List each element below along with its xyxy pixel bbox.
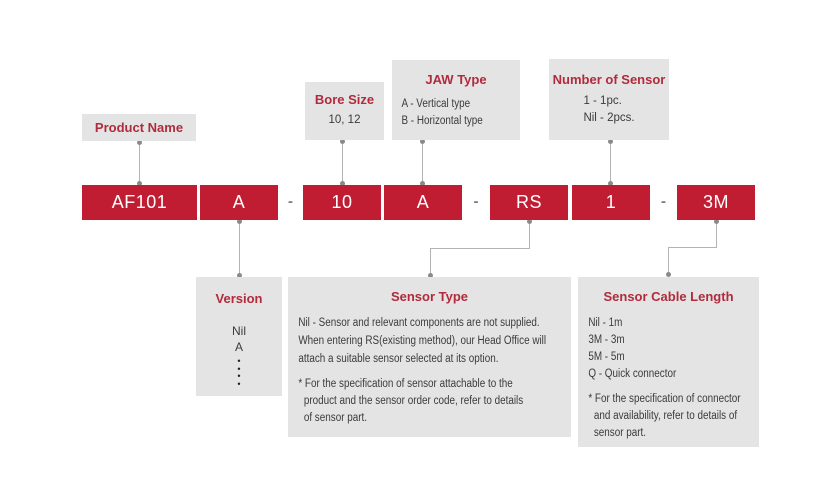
connector-dot [137,181,142,186]
callout-title: Bore Size [314,92,375,107]
code-separator: - [661,193,666,210]
callout-title: JAW Type [425,72,487,87]
connector-dot [714,219,719,224]
connector-dot [608,181,613,186]
callout-bore-size: Bore Size 10, 12 [305,82,384,140]
callout-options: Nil A [232,324,246,354]
callout-number-of-sensor: Number of Sensor 1 - 1pc. Nil - 2pcs. [549,59,669,140]
code-segment-version: A [200,185,278,220]
callout-title: Sensor Cable Length [603,289,734,304]
code-segment-bore-size: 10 [303,185,381,220]
connector-dot [666,272,671,277]
code-segment-jaw-type: A [384,185,462,220]
connector-dot [237,273,242,278]
callout-title: Product Name [94,120,184,135]
callout-version: Version Nil A • • • • [196,277,282,396]
callout-product-name: Product Name [82,114,196,141]
connector-line-sensor-cable-length [716,220,717,247]
code-separator: - [288,193,293,210]
code-segment-sensor-type: RS [490,185,568,220]
more-options-ellipsis: • • • • [237,356,241,389]
callout-title: Sensor Type [390,289,469,304]
callout-footnote: * For the specification of sensor attach… [298,378,524,424]
connector-line-bore-size [342,140,343,185]
connector-dot [428,273,433,278]
connector-dot [340,181,345,186]
callout-options: 10, 12 [328,114,361,126]
code-separator: - [473,193,479,210]
callout-title: Number of Sensor [552,72,666,87]
connector-line-sensor-cable-length [668,247,717,248]
connector-line-version [239,220,240,277]
connector-line-jaw-type [422,140,423,185]
connector-line-sensor-type [430,248,431,277]
connector-dot [527,219,532,224]
connector-line-sensor-cable-length [668,247,669,276]
connector-dot [420,181,425,186]
callout-sensor-cable-length: Sensor Cable Length Nil - 1m 3M - 3m 5M … [578,277,759,447]
code-segment-product: AF101 [82,185,197,220]
code-segment-number-of-sensor: 1 [572,185,650,220]
connector-line-product-name [139,141,140,185]
connector-line-number-of-sensor [610,140,611,185]
callout-options: A - Vertical type B - Horizontal type [401,98,483,127]
callout-sensor-type: Sensor Type Nil - Sensor and relevant co… [288,277,571,437]
connector-dot [420,139,425,144]
connector-line-sensor-type [430,248,530,249]
callout-jaw-type: JAW Type A - Vertical type B - Horizonta… [392,60,520,140]
callout-options: Nil - 1m 3M - 3m 5M - 5m Q - Quick conne… [588,317,677,380]
code-segment-cable-length: 3M [677,185,755,220]
connector-dot [237,219,242,224]
connector-dot [608,139,613,144]
connector-dot [340,139,345,144]
callout-footnote: * For the specification of connector and… [588,393,741,439]
connector-dot [137,140,142,145]
callout-options: 1 - 1pc. Nil - 2pcs. [583,95,635,124]
callout-description: Nil - Sensor and relevant components are… [298,317,547,365]
connector-line-sensor-type [529,220,530,248]
callout-title: Version [215,291,263,306]
